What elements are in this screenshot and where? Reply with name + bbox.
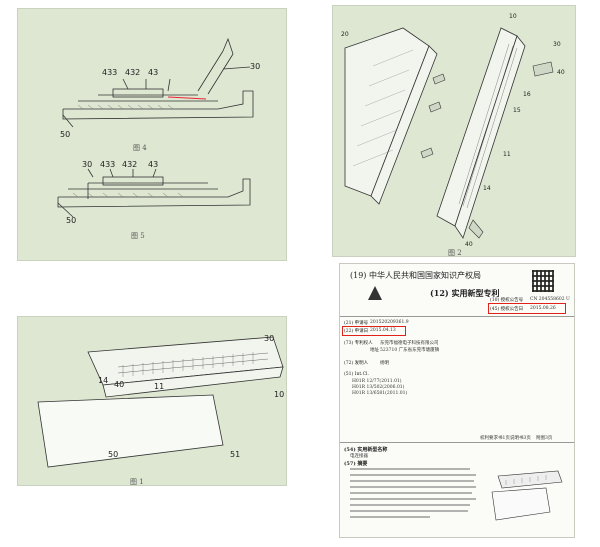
fig5-label-0: 30 <box>82 160 92 169</box>
app-date-highlight <box>342 326 406 336</box>
fig4-label-3: 43 <box>148 68 158 77</box>
app-date-label: (22) 申请日 <box>344 329 369 334</box>
exploded-view-drawing: 10 30 40 11 15 16 20 14 40 <box>341 13 565 248</box>
desc-pages: 说明书3页 <box>510 436 531 441</box>
app-no-label: (21) 申请号 <box>344 321 369 326</box>
grant-no: CN 204558602 U <box>530 297 570 302</box>
fig2-label-6: 20 <box>341 31 349 38</box>
patent-header: (19) 中华人民共和国国家知识产权局 <box>350 271 481 280</box>
patentee-label: (73) 专利权人 <box>344 341 373 346</box>
ipc-item: H01R 13/502(2006.01) <box>352 385 405 390</box>
abstract-text-line <box>350 516 430 518</box>
figure-panel-2: 10 30 40 11 15 16 20 14 40 图 2 <box>332 5 576 257</box>
patentee: 东莞市福德电子科技有限公司 <box>380 341 439 346</box>
grant-date: 2015.08.26 <box>530 306 556 311</box>
abstract-text-line <box>350 468 470 470</box>
figure-panel-1: 30 14 40 11 10 50 51 图 1 <box>17 316 287 486</box>
patent-document: (19) 中华人民共和国国家知识产权局 (12) 实用新型专利 (10) 授权公… <box>339 263 575 538</box>
fig2-label-0: 10 <box>509 13 517 20</box>
fig2-label-3: 11 <box>503 151 511 158</box>
abstract-text-line <box>350 492 472 494</box>
divider <box>340 442 574 443</box>
abstract-label: (57) 摘要 <box>344 461 368 467</box>
fig1-label-2: 40 <box>114 380 124 389</box>
fig1-label-3: 11 <box>154 382 164 391</box>
fig1-label-6: 51 <box>230 450 240 459</box>
fig4-label-0: 30 <box>250 62 260 71</box>
fig4-caption: 图 4 <box>133 144 147 152</box>
abstract-text-line <box>350 486 476 488</box>
fig1-label-5: 50 <box>108 450 118 459</box>
inventor-label: (72) 发明人 <box>344 361 369 366</box>
fig2-label-4: 15 <box>513 107 521 114</box>
fig4-label-2: 432 <box>125 68 140 77</box>
fig1-label-4: 10 <box>274 390 284 399</box>
fig4-label-1: 433 <box>102 68 117 77</box>
app-no: 201520209361.9 <box>370 320 409 325</box>
divider <box>340 316 574 317</box>
utility-name-label: (54) 实用新型名称 <box>344 447 388 453</box>
abstract-text-line <box>350 480 474 482</box>
abstract-figure-thumbnail <box>491 470 563 521</box>
grant-date-label: (45) 授权公告日 <box>490 307 524 312</box>
drawing-pages: 附图3页 <box>536 436 553 441</box>
address: 523710 广东省东莞市塘厦镇 <box>380 348 440 353</box>
abstract-text-line <box>350 504 470 506</box>
fig2-caption: 图 2 <box>448 249 462 257</box>
fig4-label-4: 50 <box>60 130 70 139</box>
address-label: 地址 <box>370 348 379 353</box>
qr-code-icon <box>532 270 554 292</box>
grant-no-label: (10) 授权公告号 <box>490 298 524 303</box>
inventor: 杨明 <box>380 361 389 366</box>
fig1-label-0: 30 <box>264 334 274 343</box>
fig2-label-5: 16 <box>523 91 531 98</box>
abstract-text-line <box>350 498 476 500</box>
fig2-label-8: 40 <box>465 241 473 248</box>
fig2-label-7: 14 <box>483 185 491 192</box>
fig5-label-3: 43 <box>148 160 158 169</box>
fig5-label-2: 432 <box>122 160 137 169</box>
fig1-label-1: 14 <box>98 376 108 385</box>
app-date: 2015.04.13 <box>370 328 396 333</box>
connector-section-drawing: 30 433 432 43 50 30 433 432 43 50 <box>57 37 260 225</box>
ipc-item: H01R 13/6581(2011.01) <box>352 391 408 396</box>
grant-date-highlight <box>488 303 566 314</box>
fig1-caption: 图 1 <box>130 478 144 486</box>
fig5-label-4: 50 <box>66 216 76 225</box>
connector-assembly-drawing: 30 14 40 11 10 50 51 <box>37 334 284 468</box>
fig5-label-1: 433 <box>100 160 115 169</box>
abstract-text-line <box>350 474 476 476</box>
abstract-text-line <box>350 510 468 512</box>
ipc-item: H01R 12/77(2011.01) <box>352 379 402 384</box>
sipo-logo-icon <box>368 286 382 300</box>
claims-pages: 权利要求书1页 <box>480 436 510 441</box>
fig5-caption: 图 5 <box>131 232 145 240</box>
patent-title: (12) 实用新型专利 <box>430 288 500 298</box>
utility-name: 电连接器 <box>350 454 368 459</box>
fig2-label-1: 30 <box>553 41 561 48</box>
ipc-label: (51) Int.Cl. <box>344 372 369 377</box>
fig2-label-2: 40 <box>557 69 565 76</box>
figure-panel-4-5: 30 433 432 43 50 30 433 432 43 50 图 <box>17 8 287 261</box>
